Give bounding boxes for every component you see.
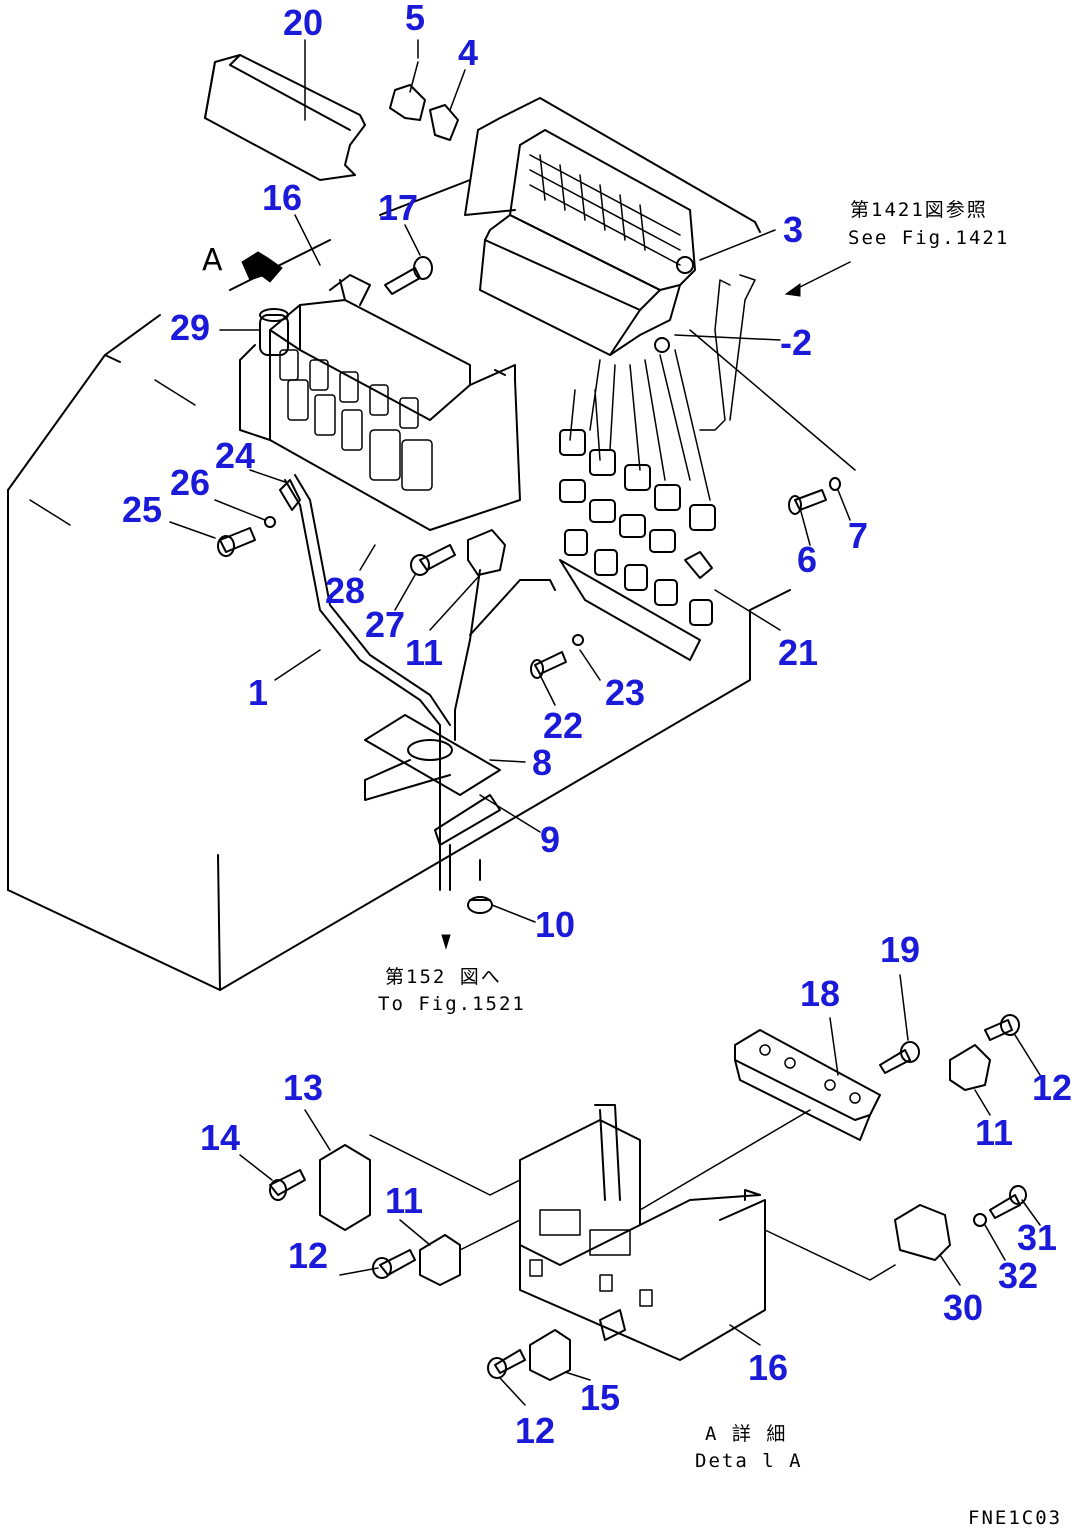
part-callout-c11a: 11 — [405, 632, 443, 673]
part-callout-c25: 25 — [122, 489, 162, 530]
view-a-arrow — [241, 251, 283, 283]
view-letter-a: A — [202, 243, 223, 278]
part-callout-c7: 7 — [848, 515, 868, 556]
part-callout-c12a: 12 — [1032, 1067, 1072, 1108]
part-callout-c19: 19 — [880, 929, 920, 970]
part-callout-c24: 24 — [215, 435, 255, 476]
part-callout-c12b: 12 — [288, 1235, 328, 1276]
note-detail-a-ja: A 詳 細 — [705, 1423, 787, 1445]
part-callout-c11b: 11 — [975, 1112, 1013, 1153]
part-20-cover — [204, 54, 366, 181]
part-callout-c20: 20 — [283, 2, 323, 43]
callout-leaders — [169, 39, 1041, 1406]
part-callout-c10: 10 — [535, 904, 575, 945]
harness-bundle — [559, 274, 756, 661]
dashboard-panel-outline — [7, 97, 856, 991]
note-see-fig1421-en: See Fig.1421 — [848, 227, 1009, 249]
part-3-monitor — [479, 129, 696, 356]
part-callout-c16b: 16 — [748, 1347, 788, 1388]
part-callout-c11c: 11 — [385, 1180, 423, 1221]
part-callout-c22: 22 — [543, 705, 583, 746]
part-callout-c4: 4 — [458, 32, 478, 73]
part-callout-c12c: 12 — [515, 1410, 555, 1451]
part-callout-c17: 17 — [378, 187, 418, 228]
part-callout-c1: 1 — [248, 672, 268, 713]
note-to-fig1521-ja: 第152 図へ — [385, 966, 502, 988]
part-callout-c5: 5 — [405, 0, 425, 38]
part-callout-c28: 28 — [325, 570, 365, 611]
part-callout-c26: 26 — [170, 462, 210, 503]
part-1-harness — [279, 474, 556, 871]
part-callout-c16a: 16 — [262, 177, 302, 218]
part-callout-c3: 3 — [783, 209, 803, 250]
part-callout-c2: -2 — [780, 322, 812, 363]
part-16-fuse-box — [239, 274, 521, 531]
note-see-fig1421-ja: 第1421図参照 — [850, 199, 988, 221]
note-to-fig1521-en: To Fig.1521 — [378, 993, 526, 1015]
reference-arrow-fig1421 — [784, 261, 851, 297]
bolt-27-relay-11 — [410, 529, 506, 576]
part-4-5-clips — [389, 84, 459, 141]
part-callout-c30: 30 — [943, 1287, 983, 1328]
note-detail-a-en: Deta l A — [695, 1450, 803, 1472]
part-callout-c9: 9 — [540, 819, 560, 860]
part-callout-c15: 15 — [580, 1377, 620, 1418]
part-callout-c27: 27 — [365, 604, 405, 645]
part-callout-c23: 23 — [605, 672, 645, 713]
bolt-17 — [384, 256, 433, 295]
part-callout-c32: 32 — [998, 1255, 1038, 1296]
part-callout-c29: 29 — [170, 307, 210, 348]
part-callout-c6: 6 — [797, 539, 817, 580]
part-callout-c14: 14 — [200, 1117, 240, 1158]
part-callout-c8: 8 — [532, 742, 552, 783]
part-callout-c31: 31 — [1017, 1217, 1057, 1258]
part-callout-c21: 21 — [778, 632, 818, 673]
detail-a-assembly — [269, 1014, 1027, 1381]
part-callout-c13: 13 — [283, 1067, 323, 1108]
drawing-code: FNE1C03 — [968, 1507, 1062, 1529]
part-callout-c18: 18 — [800, 973, 840, 1014]
part-8-9-bracket — [364, 714, 501, 950]
bolts-6-7 — [788, 477, 841, 515]
bolts-22-23 — [530, 634, 584, 679]
bolts-25-26 — [217, 516, 276, 557]
